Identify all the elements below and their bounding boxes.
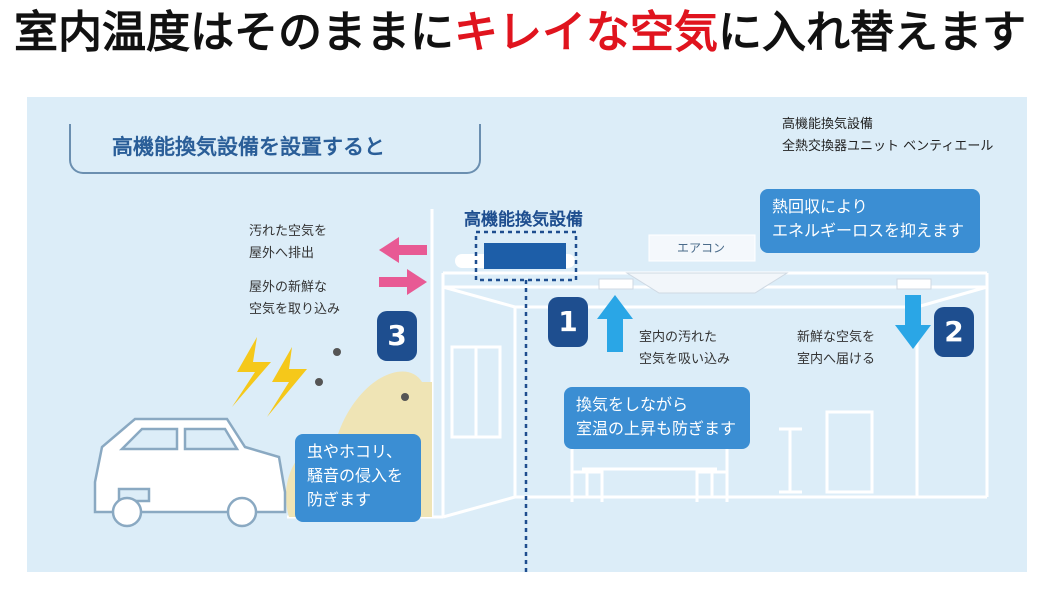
heat-line-1: 熱回収により — [772, 197, 868, 216]
vent-line-1: 換気をしながら — [576, 395, 689, 414]
bug-line-2: 騒音の侵入を — [307, 466, 404, 485]
heat-recovery-callout: 熱回収により エネルギーロスを抑えます — [760, 189, 980, 253]
window — [450, 345, 502, 439]
intake-arrow-up — [597, 295, 633, 352]
car — [93, 417, 287, 528]
ventilation-unit-body — [484, 243, 566, 269]
bug-icon — [333, 348, 341, 356]
fresh-air-label-2: 室内へ届ける — [797, 352, 876, 367]
ventilation-callout: 換気をしながら 室温の上昇も防ぎます — [564, 387, 750, 449]
headline: 室内温度はそのままにキレイな空気に入れ替えます — [0, 0, 1051, 80]
supply-vent — [896, 278, 932, 290]
badge-1: 1 — [548, 297, 588, 347]
intake-label-1: 屋外の新鮮な — [249, 280, 328, 295]
intake-arrow-right — [379, 269, 427, 295]
product-line-1: 高機能換気設備 — [782, 117, 874, 132]
diagram-illustration — [93, 209, 989, 572]
lightning-icon — [232, 337, 271, 407]
fresh-air-label-1: 新鮮な空気を — [797, 330, 876, 345]
diagram-panel: 高機能換気設備を設置すると 高機能換気設備 全熱交換器ユニット ベンティエール … — [27, 97, 1027, 572]
lightning-icon-2 — [267, 347, 307, 417]
supply-arrow-down — [895, 295, 931, 349]
intake-label-2: 空気を取り込み — [249, 302, 341, 317]
bug-line-1: 虫やホコリ、 — [307, 442, 403, 461]
unit-label: 高機能換気設備 — [464, 210, 583, 230]
exhaust-arrow-left — [379, 237, 427, 263]
badge-2: 2 — [934, 307, 974, 357]
heat-line-2: エネルギーロスを抑えます — [772, 221, 965, 240]
ventilation-unit-highlight — [474, 230, 578, 282]
product-line-2: 全熱交換器ユニット ベンティエール — [782, 139, 994, 154]
dirty-air-label-2: 空気を吸い込み — [639, 352, 731, 367]
headline-part1: 室内温度はそのままに — [14, 7, 454, 58]
aircon-box — [648, 234, 756, 262]
intake-vent — [598, 278, 634, 290]
headline-part3: に入れ替えます — [718, 7, 1026, 58]
bug-callout: 虫やホコリ、 騒音の侵入を 防ぎます — [295, 434, 421, 522]
exhaust-label-1: 汚れた空気を — [249, 224, 328, 239]
vent-line-2: 室温の上昇も防ぎます — [576, 419, 737, 438]
title-frame — [69, 124, 481, 174]
badge-3: 3 — [377, 311, 417, 361]
aircon-label: エアコン — [677, 241, 726, 255]
diagram-title: 高機能換気設備を設置すると — [112, 135, 385, 159]
bug-line-3: 防ぎます — [307, 490, 372, 509]
dirty-air-label-1: 室内の汚れた — [639, 330, 718, 345]
headline-highlight: キレイな空気 — [454, 7, 718, 58]
bug-icon — [401, 393, 409, 401]
aircon-ceiling-unit — [625, 272, 789, 294]
bug-icon — [315, 378, 323, 386]
exhaust-label-2: 屋外へ排出 — [249, 246, 315, 261]
furniture — [570, 410, 874, 502]
